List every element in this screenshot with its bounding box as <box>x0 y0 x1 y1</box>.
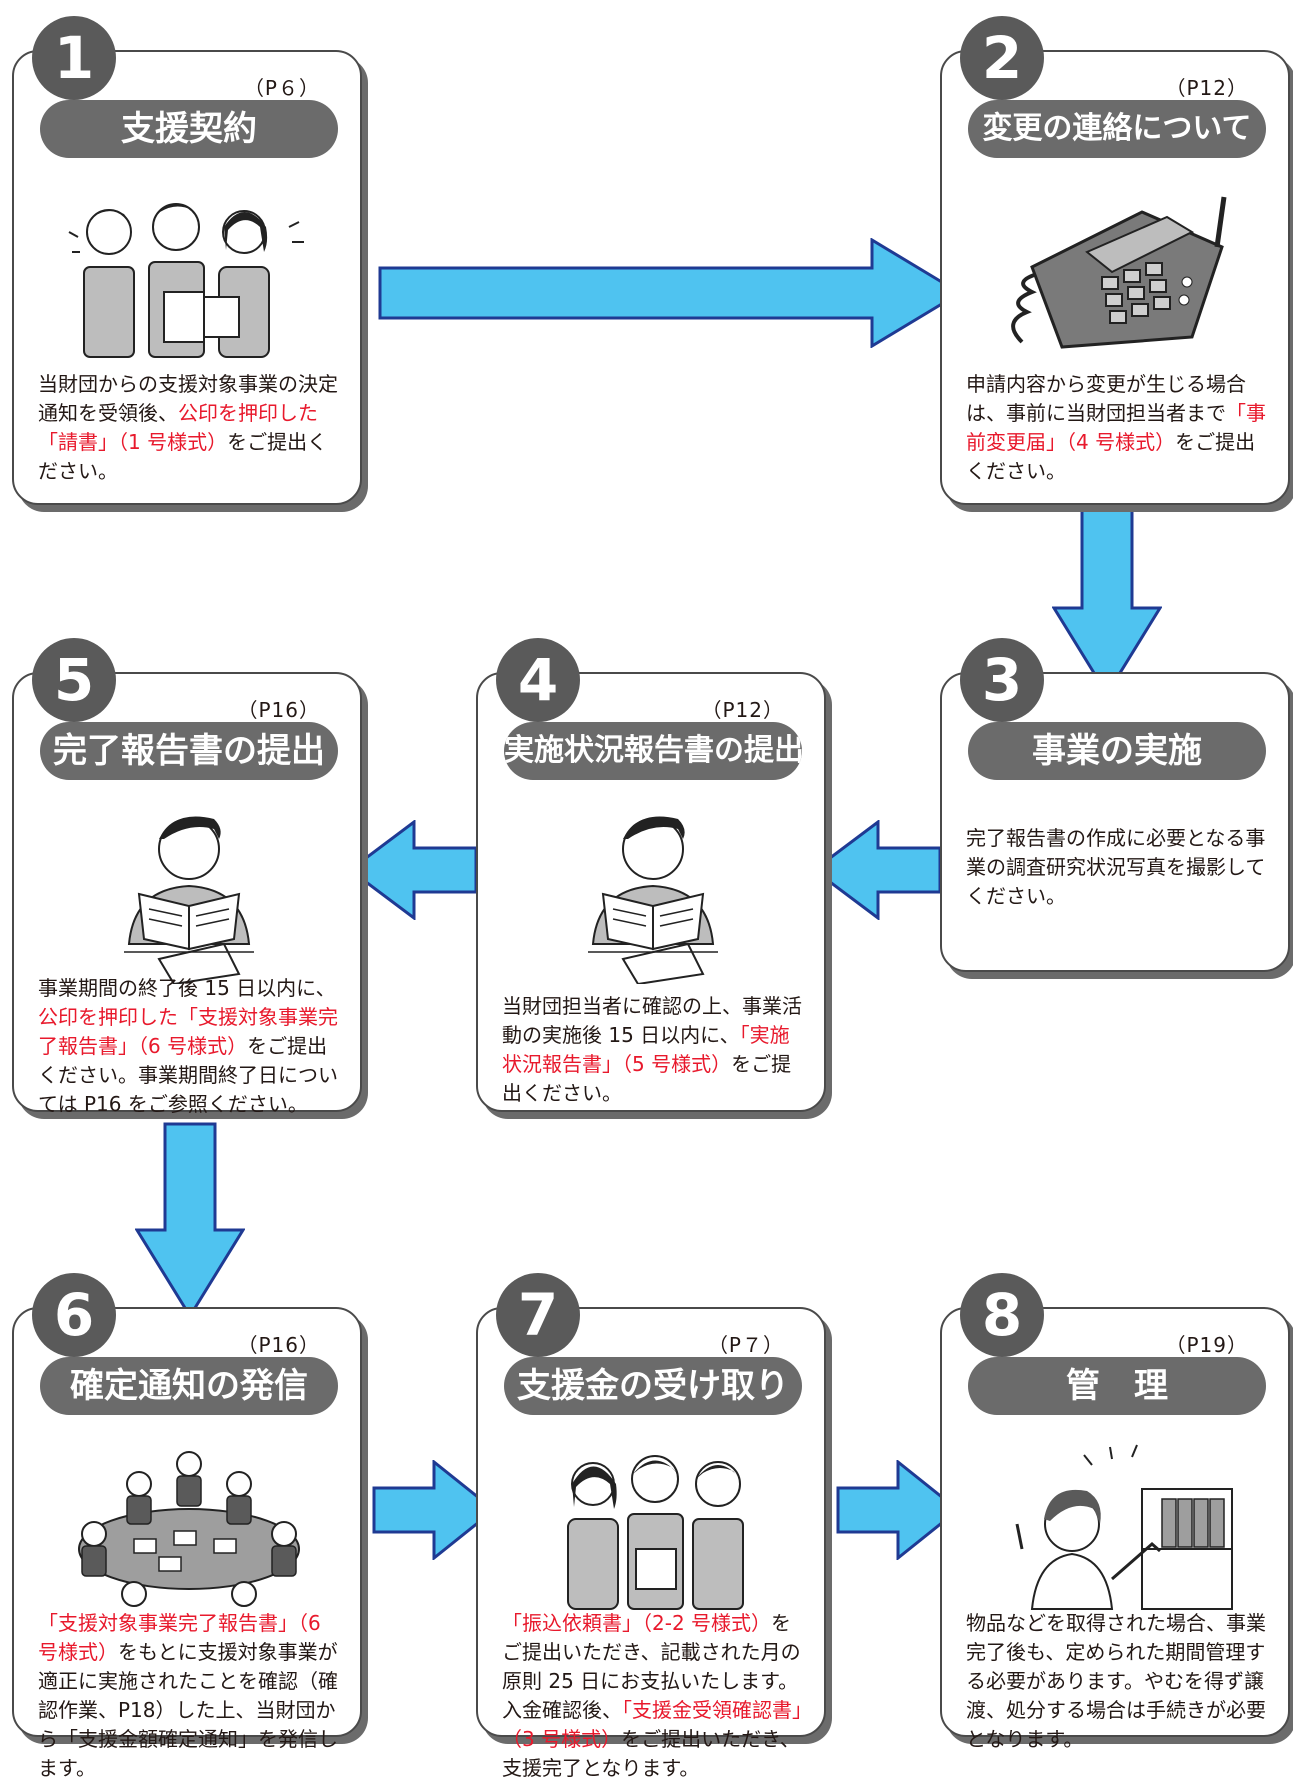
step-description: 申請内容から変更が生じる場合は、事前に当財団担当者まで「事前変更届」（4 号様式… <box>966 372 1266 483</box>
conference-meeting-illustration <box>78 1451 300 1607</box>
page-reference: （P16） <box>237 1333 320 1357</box>
page-reference: （P６） <box>243 76 320 100</box>
step-card-8: 8 （P19） 管 理 物品などを取得された場合、事業完了後も、定められた期間管… <box>940 1273 1290 1751</box>
step-title: 変更の連絡について <box>968 100 1266 158</box>
step-description: 当財団からの支援対象事業の決定通知を受領後、公印を押印した「請書」（1 号様式）… <box>38 372 338 483</box>
step-description: 事業期間の終了後 15 日以内に、公印を押印した「支援対象事業完了報告書」（6 … <box>38 976 338 1116</box>
step-number-badge: 2 <box>960 16 1044 100</box>
telephone-illustration <box>1011 196 1227 349</box>
step-card-4: 4 （P12） 実施状況報告書の提出 当財団担当者に確認の上、事業活動の実施後 … <box>476 638 826 1112</box>
step-card-5: 5 （P16） 完了報告書の提出 事業期間の終了後 15 日以内に、公印を押印し… <box>12 638 362 1116</box>
page-reference: （P16） <box>237 698 320 722</box>
step-number-badge: 4 <box>496 638 580 722</box>
arrow-7-to-8 <box>836 1460 960 1560</box>
step-card-1: 1 （P６） 支援契約 当財団からの支援対象事業の決定通知を受領後、公印を押印し… <box>12 16 362 505</box>
step-title: 支援金の受け取り <box>504 1357 802 1415</box>
step-description: 物品などを取得された場合、事業完了後も、定められた期間管理する必要があります。や… <box>966 1611 1266 1751</box>
step-number-badge: 5 <box>32 638 116 722</box>
step-card-2: 2 （P12） 変更の連絡について 申請内容から変更が生じる場合は、事前に当財団… <box>940 16 1290 505</box>
page-reference: （P19） <box>1165 1333 1248 1357</box>
people-receiving-money-illustration <box>567 1455 744 1610</box>
step-description: 当財団担当者に確認の上、事業活動の実施後 15 日以内に、「実施状況報告書」（5… <box>502 994 802 1105</box>
step-title: 実施状況報告書の提出 <box>504 722 802 780</box>
step-description: 「振込依頼書」（2-2 号様式）をご提出いただき、記載された月の原則 25 日に… <box>502 1611 802 1780</box>
arrow-1-to-2 <box>378 238 962 348</box>
step-title: 確定通知の発信 <box>40 1357 338 1415</box>
step-title: 支援契約 <box>40 100 338 158</box>
step-number-badge: 1 <box>32 16 116 100</box>
arrow-2-to-3 <box>1052 498 1162 696</box>
woman-filing-illustration <box>1015 1444 1233 1610</box>
page-reference: （P12） <box>1165 76 1248 100</box>
step-number-badge: 3 <box>960 638 1044 722</box>
reading-man-illustration <box>588 816 718 984</box>
step-number-badge: 6 <box>32 1273 116 1357</box>
step-title: 完了報告書の提出 <box>40 722 338 780</box>
people-meeting-illustration <box>68 203 304 358</box>
step-card-7: 7 （P７） 支援金の受け取り 「振込依頼書」（2-2 号様式）をご提出いただき… <box>476 1273 826 1780</box>
reading-man-illustration <box>124 816 254 984</box>
arrow-3-to-4 <box>812 820 942 920</box>
step-title: 管 理 <box>968 1357 1266 1415</box>
step-title: 事業の実施 <box>968 722 1266 780</box>
arrow-4-to-5 <box>348 820 478 920</box>
arrow-5-to-6 <box>135 1122 245 1318</box>
page-reference: （P７） <box>707 1333 784 1357</box>
step-number-badge: 8 <box>960 1273 1044 1357</box>
step-card-6: 6 （P16） 確定通知の発信 「支援対象事業完了報告書」（6 号様式）をもとに… <box>12 1273 362 1780</box>
step-description: 「支援対象事業完了報告書」（6 号様式）をもとに支援対象事業が適正に実施されたこ… <box>38 1611 338 1780</box>
step-description: 完了報告書の作成に必要となる事業の調査研究状況写真を撮影してください。 <box>966 826 1266 908</box>
page-reference: （P12） <box>701 698 784 722</box>
step-card-3: 3 事業の実施 完了報告書の作成に必要となる事業の調査研究状況写真を撮影してくだ… <box>940 638 1290 972</box>
step-number-badge: 7 <box>496 1273 580 1357</box>
arrow-6-to-7 <box>372 1460 496 1560</box>
